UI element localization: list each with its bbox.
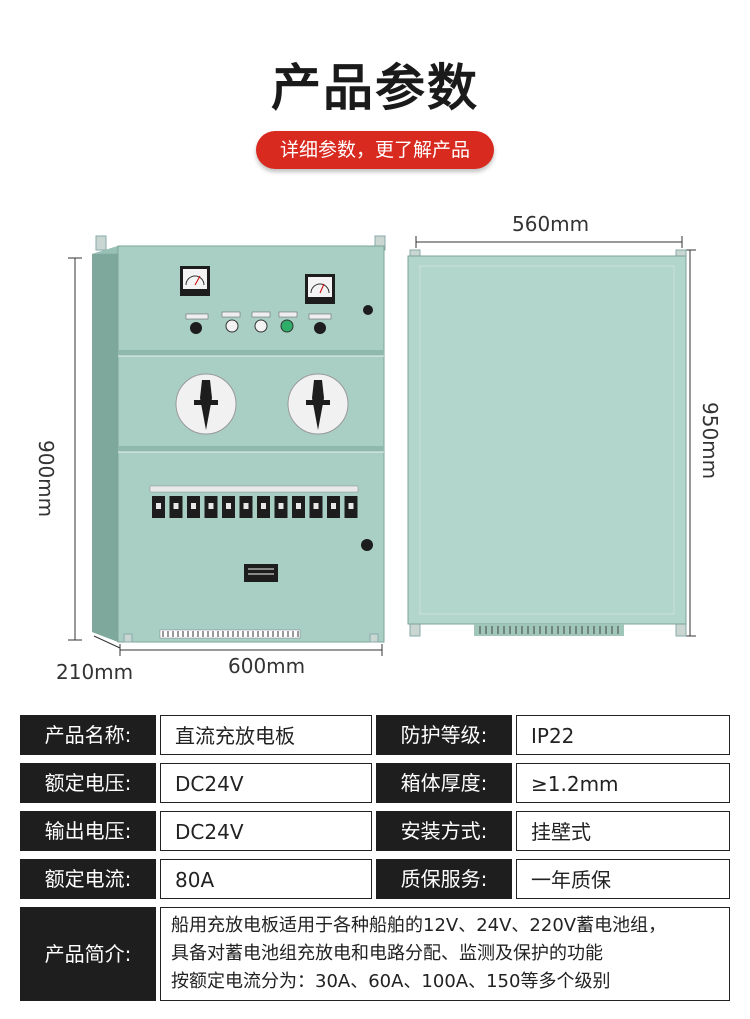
breaker-toggle-icon bbox=[348, 503, 354, 509]
spec-label: 安装方式: bbox=[376, 811, 512, 851]
ammeter-icon bbox=[305, 274, 335, 304]
back-height-label: 950mm bbox=[698, 402, 722, 480]
spec-value: 一年质保 bbox=[516, 859, 730, 899]
back-width-dimension-line bbox=[415, 236, 683, 248]
breaker-toggle-icon bbox=[331, 503, 336, 509]
intro-line: 船用充放电板适用于各种船舶的12V、24V、220V蓄电池组， bbox=[171, 915, 667, 936]
intro-row: 产品简介: 船用充放电板适用于各种船舶的12V、24V、220V蓄电池组， 具备… bbox=[20, 907, 730, 1001]
knob-icon bbox=[190, 322, 202, 334]
width-dimension-line bbox=[119, 644, 383, 656]
spec-value: IP22 bbox=[516, 715, 730, 755]
indicator-light-icon bbox=[225, 319, 239, 333]
spec-value: 80A bbox=[160, 859, 372, 899]
spec-label: 额定电流: bbox=[20, 859, 156, 899]
breaker-toggle-icon bbox=[243, 503, 249, 509]
spec-label: 质保服务: bbox=[376, 859, 512, 899]
spec-label: 产品名称: bbox=[20, 715, 156, 755]
rotary-switch-icon bbox=[175, 373, 237, 435]
spec-value: DC24V bbox=[160, 811, 372, 851]
back-width-label: 560mm bbox=[512, 212, 590, 236]
indicator-light-icon bbox=[280, 319, 294, 333]
breaker-toggle-icon bbox=[261, 503, 266, 509]
height-label: 900mm bbox=[34, 440, 58, 518]
spec-value: 挂壁式 bbox=[516, 811, 730, 851]
spec-value: ≥1.2mm bbox=[516, 763, 730, 803]
width-label: 600mm bbox=[228, 654, 306, 678]
lock-icon bbox=[363, 305, 373, 315]
spec-label: 输出电压: bbox=[20, 811, 156, 851]
subtitle-badge: 详细参数，更了解产品 bbox=[256, 131, 494, 169]
breaker-toggle-icon bbox=[296, 503, 301, 509]
breaker-toggle-icon bbox=[278, 503, 284, 509]
breaker-toggle-icon bbox=[208, 503, 214, 509]
breaker-toggle-icon bbox=[313, 503, 319, 509]
spec-value: 直流充放电板 bbox=[160, 715, 372, 755]
height-dimension-line bbox=[68, 257, 82, 641]
intro-text: 船用充放电板适用于各种船舶的12V、24V、220V蓄电池组， 具备对蓄电池组充… bbox=[160, 907, 730, 1001]
intro-line: 按额定电流分为：30A、60A、100A、150等多个级别 bbox=[171, 971, 611, 992]
breaker-toggle-icon bbox=[156, 503, 161, 509]
breaker-toggle-icon bbox=[191, 503, 196, 509]
spec-label: 箱体厚度: bbox=[376, 763, 512, 803]
intro-line: 具备对蓄电池组充放电和电路分配、监测及保护的功能 bbox=[171, 943, 603, 964]
rotary-switch-icon bbox=[287, 373, 349, 435]
lock-icon bbox=[361, 539, 373, 551]
spec-label: 额定电压: bbox=[20, 763, 156, 803]
indicator-light-icon bbox=[254, 319, 268, 333]
breaker-row bbox=[152, 496, 358, 518]
intro-label: 产品简介: bbox=[20, 907, 156, 1001]
spec-label: 防护等级: bbox=[376, 715, 512, 755]
product-illustration bbox=[68, 235, 696, 656]
voltmeter-icon bbox=[180, 266, 210, 296]
front-cabinet bbox=[92, 235, 386, 643]
knob-icon bbox=[314, 322, 326, 334]
back-cabinet bbox=[407, 249, 687, 637]
page-title: 产品参数 bbox=[271, 59, 479, 117]
depth-label: 210mm bbox=[56, 660, 134, 684]
breaker-toggle-icon bbox=[226, 503, 231, 509]
breaker-toggle-icon bbox=[173, 503, 179, 509]
depth-dimension-line bbox=[93, 635, 121, 649]
spec-value: DC24V bbox=[160, 763, 372, 803]
